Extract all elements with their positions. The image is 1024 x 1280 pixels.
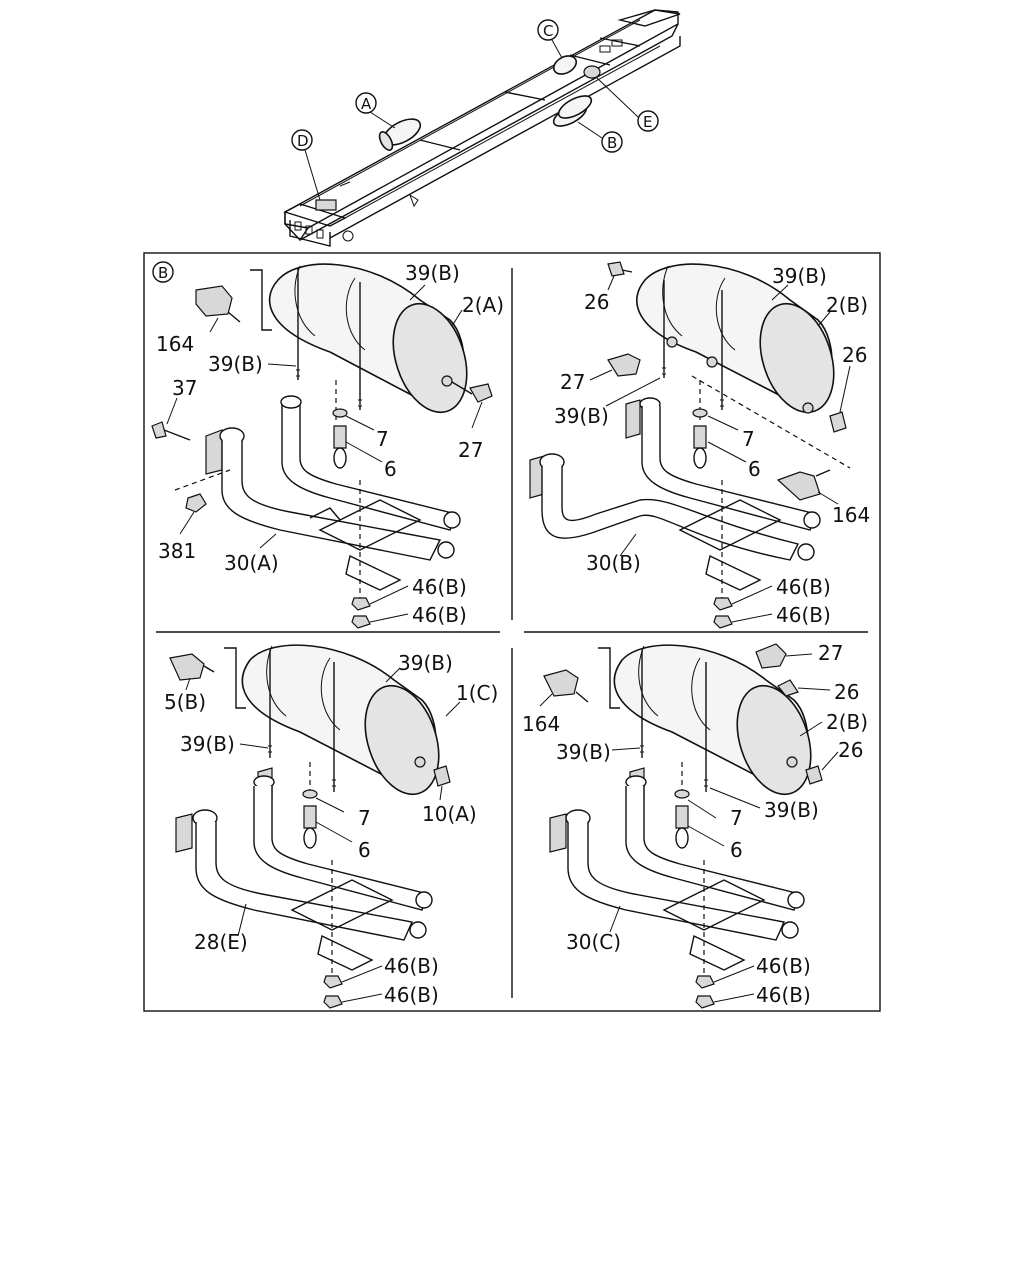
svg-text:5(B): 5(B) [164, 690, 206, 714]
svg-text:46(B): 46(B) [776, 575, 831, 599]
callout-D: D [291, 129, 321, 201]
detail-frame [143, 252, 881, 1012]
svg-text:D: D [297, 132, 309, 150]
callout-A: A [355, 92, 396, 129]
svg-text:164: 164 [522, 712, 560, 736]
svg-text:26: 26 [838, 738, 863, 762]
svg-text:26: 26 [834, 680, 859, 704]
callout-C: C [537, 19, 563, 59]
svg-text:28(E): 28(E) [194, 930, 248, 954]
svg-text:7: 7 [358, 806, 371, 830]
svg-text:39(B): 39(B) [554, 404, 609, 428]
svg-text:26: 26 [842, 343, 867, 367]
svg-text:39(B): 39(B) [556, 740, 611, 764]
svg-text:37: 37 [172, 376, 197, 400]
svg-text:7: 7 [742, 427, 755, 451]
svg-text:46(B): 46(B) [776, 603, 831, 627]
svg-text:39(B): 39(B) [772, 264, 827, 288]
svg-text:164: 164 [156, 332, 194, 356]
svg-text:46(B): 46(B) [384, 983, 439, 1007]
svg-text:30(A): 30(A) [224, 551, 279, 575]
svg-text:A: A [361, 95, 372, 113]
svg-text:6: 6 [748, 457, 761, 481]
svg-text:164: 164 [832, 503, 870, 527]
svg-text:30(B): 30(B) [586, 551, 641, 575]
svg-text:39(B): 39(B) [180, 732, 235, 756]
chassis-overview [283, 9, 681, 247]
svg-text:B: B [158, 264, 168, 282]
svg-text:39(B): 39(B) [405, 261, 460, 285]
panel-top-right-labels: 26 39(B) 2(B) 26 27 39(B) 7 6 164 30(B) … [554, 264, 870, 627]
svg-text:27: 27 [818, 641, 843, 665]
svg-text:46(B): 46(B) [412, 575, 467, 599]
svg-text:7: 7 [376, 427, 389, 451]
callout-B: B [577, 121, 623, 153]
panel-top-left [151, 263, 493, 629]
svg-text:39(B): 39(B) [208, 352, 263, 376]
svg-text:6: 6 [384, 457, 397, 481]
svg-text:6: 6 [730, 838, 743, 862]
svg-text:381: 381 [158, 539, 196, 563]
svg-text:39(B): 39(B) [764, 798, 819, 822]
panel-bottom-left [169, 644, 461, 1009]
panel-top-right [529, 261, 851, 629]
svg-text:2(B): 2(B) [826, 293, 868, 317]
panel-bottom-left-labels: 39(B) 1(C) 5(B) 39(B) 10(A) 7 6 28(E) 46… [164, 651, 498, 1007]
svg-text:10(A): 10(A) [422, 802, 477, 826]
callout-E: E [596, 77, 659, 132]
svg-text:C: C [543, 22, 553, 40]
svg-text:7: 7 [730, 806, 743, 830]
svg-text:2(B): 2(B) [826, 710, 868, 734]
svg-text:46(B): 46(B) [412, 603, 467, 627]
svg-text:30(C): 30(C) [566, 930, 621, 954]
svg-text:B: B [607, 134, 617, 152]
svg-text:39(B): 39(B) [398, 651, 453, 675]
panel-top-left-labels: 39(B) 2(A) 164 39(B) 37 27 7 6 381 30(A)… [156, 261, 504, 627]
panel-bottom-right [539, 643, 839, 1009]
svg-text:6: 6 [358, 838, 371, 862]
svg-text:E: E [643, 113, 652, 131]
svg-text:2(A): 2(A) [462, 293, 504, 317]
svg-text:27: 27 [458, 438, 483, 462]
svg-text:27: 27 [560, 370, 585, 394]
svg-text:26: 26 [584, 290, 609, 314]
detail-marker-B: B [152, 261, 174, 283]
svg-text:46(B): 46(B) [384, 954, 439, 978]
svg-text:1(C): 1(C) [456, 681, 498, 705]
svg-text:46(B): 46(B) [756, 983, 811, 1007]
svg-text:46(B): 46(B) [756, 954, 811, 978]
panel-bottom-right-labels: 27 26 164 2(B) 39(B) 26 39(B) 7 6 30(C) … [522, 641, 868, 1007]
